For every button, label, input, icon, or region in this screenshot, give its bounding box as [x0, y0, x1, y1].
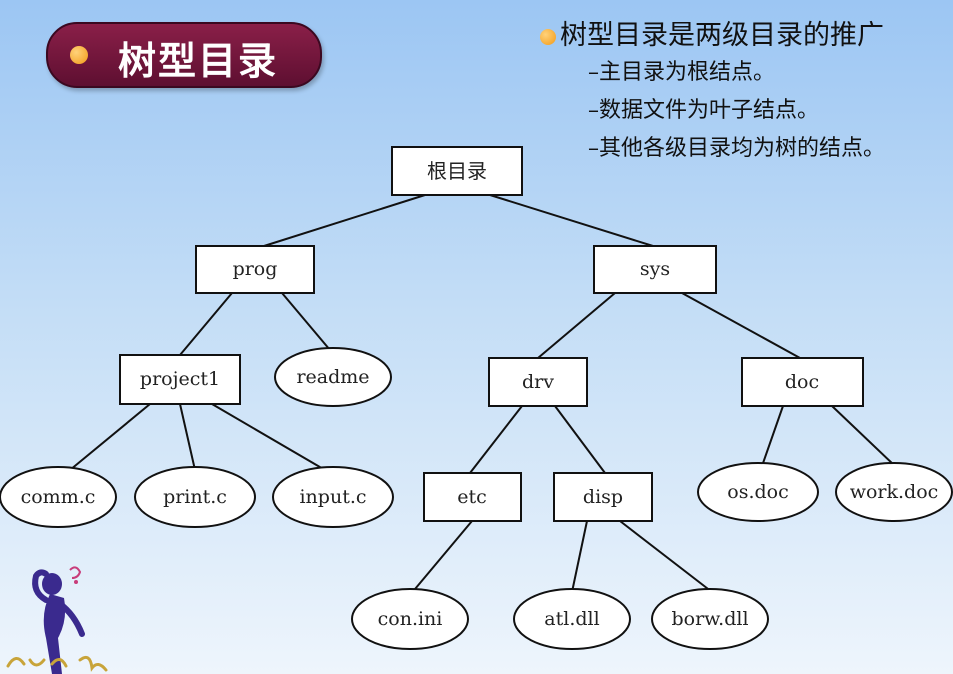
- node-print-ellipse: [134, 466, 256, 528]
- node-os-ellipse: [697, 462, 819, 522]
- bullet-dot-icon: [70, 46, 88, 64]
- edge-prog-project1: [179, 292, 233, 356]
- node-os: os.doc: [727, 481, 788, 503]
- node-readme-ellipse: [274, 347, 392, 407]
- node-borw: borw.dll: [671, 608, 748, 630]
- node-project1-box: [119, 354, 241, 405]
- node-sys: sys: [640, 258, 670, 280]
- node-project1: project1: [140, 368, 220, 390]
- thinking-figure-icon: [6, 566, 108, 674]
- node-prog: prog: [233, 258, 278, 280]
- bullet-dot-icon: [540, 28, 556, 45]
- node-root: 根目录: [427, 159, 487, 183]
- node-etc-box: [423, 472, 522, 522]
- node-sys-box: [593, 245, 717, 294]
- node-work-ellipse: [835, 462, 953, 522]
- node-doc: doc: [785, 371, 819, 393]
- node-comm: comm.c: [21, 486, 96, 508]
- edge-drv-disp: [554, 405, 606, 474]
- node-con-ellipse: [351, 588, 469, 650]
- node-atl-ellipse: [513, 588, 631, 650]
- edge-doc-os: [761, 405, 784, 467]
- bullet-sub-1: –主目录为根结点。: [588, 60, 776, 85]
- page-title: 树型目录: [118, 39, 279, 83]
- edge-drv-etc: [469, 405, 523, 474]
- bullet-main-text: 树型目录是两级目录的推广: [560, 20, 884, 51]
- edge-sys-doc: [681, 292, 801, 359]
- edge-prog-readme: [281, 292, 331, 351]
- bullet-sub-2: –数据文件为叶子结点。: [588, 98, 820, 123]
- bullet-sub-3: –其他各级目录均为树的结点。: [588, 136, 886, 161]
- node-drv: drv: [522, 371, 554, 393]
- node-comm-ellipse: [0, 466, 117, 528]
- node-doc-box: [741, 357, 864, 407]
- description-list: 树型目录是两级目录的推广 –主目录为根结点。 –数据文件为叶子结点。 –其他各级…: [540, 18, 885, 168]
- edge-disp-borw: [619, 520, 713, 593]
- node-print: print.c: [163, 486, 227, 508]
- node-prog-box: [195, 245, 315, 294]
- node-disp: disp: [583, 486, 623, 508]
- node-input: input.c: [299, 486, 366, 508]
- node-con: con.ini: [378, 608, 443, 630]
- edge-root-prog: [263, 194, 426, 247]
- edge-sys-drv: [537, 292, 616, 359]
- node-readme: readme: [296, 366, 369, 388]
- node-work: work.doc: [850, 481, 939, 503]
- tree-labels: 根目录 prog sys project1 readme drv doc com…: [21, 159, 939, 630]
- node-etc: etc: [457, 486, 487, 508]
- tree-edges: [69, 194, 896, 596]
- edge-project1-input: [211, 403, 326, 471]
- edge-project1-print: [179, 403, 196, 471]
- tree-nodes: [0, 146, 953, 650]
- edge-etc-con: [409, 520, 473, 596]
- node-drv-box: [488, 357, 588, 407]
- edge-doc-work: [831, 405, 896, 467]
- edge-project1-comm: [69, 403, 151, 471]
- edge-root-sys: [489, 194, 654, 247]
- node-borw-ellipse: [651, 588, 769, 650]
- bullet-main: 树型目录是两级目录的推广: [540, 18, 885, 54]
- node-disp-box: [553, 472, 653, 522]
- edge-disp-atl: [571, 520, 588, 593]
- title-banner: 树型目录: [46, 22, 322, 88]
- node-atl: atl.dll: [544, 608, 599, 630]
- node-input-ellipse: [272, 466, 394, 528]
- node-root-box: [391, 146, 523, 196]
